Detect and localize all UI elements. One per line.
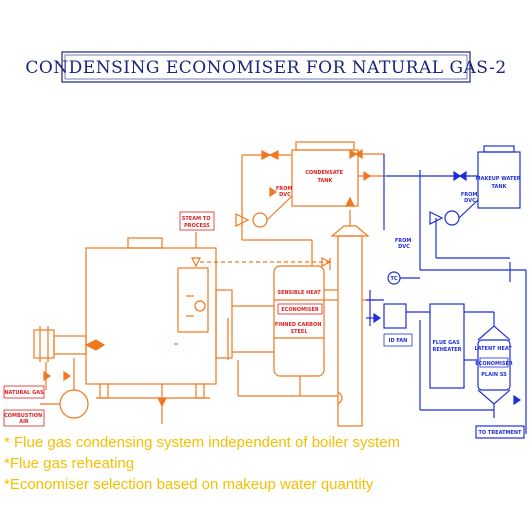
labels: CONDENSATE TANK MAKEUP WATER TANK STEAM … <box>4 170 522 436</box>
label-sensible-heat: SENSIBLE HEAT <box>277 290 321 296</box>
steam-to-process-box <box>179 211 215 231</box>
label-from-dvc-3: FROM DVC <box>461 192 479 204</box>
label-finned-carbon-steel: FINNED CARBON STEEL <box>275 322 323 335</box>
note-1: * Flue gas condensing system independent… <box>4 434 401 451</box>
label-natural-gas: NATURAL GAS <box>4 390 44 396</box>
label-gas-reheater: FLUE GAS REHEATER <box>432 340 461 353</box>
diagram-title: CONDENSING ECONOMISER FOR NATURAL GAS-2 <box>25 58 506 78</box>
label-from-dvc-3-line-2: DVC <box>464 198 476 204</box>
id-fan-box <box>383 303 407 329</box>
id-fan-label-box <box>383 333 413 347</box>
blue-label-boxes <box>383 333 509 368</box>
label-id-fan: ID FAN <box>389 338 408 344</box>
label-from-dvc-3-line-1: FROM <box>461 192 478 198</box>
label-steam-to-process-line-1: STEAM TO <box>182 216 211 222</box>
label-from-dvc-1: FROM DVC <box>276 186 294 198</box>
burner <box>33 329 55 359</box>
label-latent-heat-economiser: LATENT HEAT ECONOMISER <box>474 346 513 367</box>
note-2: *Flue gas reheating <box>4 455 135 472</box>
combustion-air-fan <box>59 389 89 419</box>
natural-gas-box <box>3 385 45 399</box>
boiler-flue-duct <box>215 289 233 359</box>
to-treatment-box <box>475 425 525 439</box>
label-combustion-air: COMBUSTION AIR <box>4 413 44 425</box>
feed-pump <box>252 212 268 228</box>
note-3: *Economiser selection based on makeup wa… <box>4 476 374 493</box>
label-latent-heat-line-1: LATENT HEAT <box>474 346 512 352</box>
latent-heat-economiser <box>477 339 511 391</box>
label-from-dvc-1-line-1: FROM <box>276 186 293 192</box>
title-box: CONDENSING ECONOMISER FOR NATURAL GAS-2 <box>25 51 506 83</box>
label-from-dvc-2-line-1: FROM <box>395 238 412 244</box>
combustion-air-box <box>3 409 45 427</box>
economiser-box <box>277 303 323 315</box>
label-steam-to-process: STEAM TO PROCESS <box>182 216 212 229</box>
label-makeup-water-tank-line-1: MAKEUP WATER <box>476 176 521 182</box>
label-to-treatment: TO TREATMENT <box>479 430 523 436</box>
label-economiser: ECONOMISER <box>281 307 319 313</box>
label-from-dvc-2: FROM DVC <box>395 238 413 250</box>
label-gas-reheater-line-1: FLUE GAS <box>433 340 461 346</box>
label-steam-to-process-line-2: PROCESS <box>184 223 210 229</box>
boiler-system <box>33 141 386 427</box>
label-from-dvc-2-line-2: DVC <box>398 244 410 250</box>
makeup-pump <box>444 210 460 226</box>
sensible-heat-economiser <box>273 265 325 377</box>
label-from-dvc-1-line-2: DVC <box>279 192 291 198</box>
label-combustion-air-line-1: COMBUSTION <box>4 413 42 419</box>
label-combustion-air-line-2: AIR <box>19 419 29 425</box>
flue-gas-reheater <box>429 303 465 389</box>
condensing-system <box>366 145 527 439</box>
latent-econ-label-box <box>479 357 509 368</box>
label-gas-reheater-line-2: REHEATER <box>432 347 461 353</box>
label-plain-ss: PLAIN SS <box>481 372 507 378</box>
label-condensate-tank: CONDENSATE TANK <box>305 170 345 184</box>
label-finned-carbon-steel-line-2: STEEL <box>290 329 308 335</box>
label-makeup-water-tank-line-2: TANK <box>492 184 508 190</box>
label-condensate-tank-line-1: CONDENSATE <box>305 170 343 176</box>
label-tc: TC <box>390 276 397 282</box>
label-makeup-water-tank: MAKEUP WATER TANK <box>476 176 523 190</box>
label-finned-carbon-steel-line-1: FINNED CARBON <box>275 322 322 328</box>
steam-drum <box>127 237 163 249</box>
label-condensate-tank-line-2: TANK <box>318 178 334 184</box>
label-latent-heat-line-2: ECONOMISER <box>475 361 513 367</box>
label-boxes <box>3 211 323 427</box>
